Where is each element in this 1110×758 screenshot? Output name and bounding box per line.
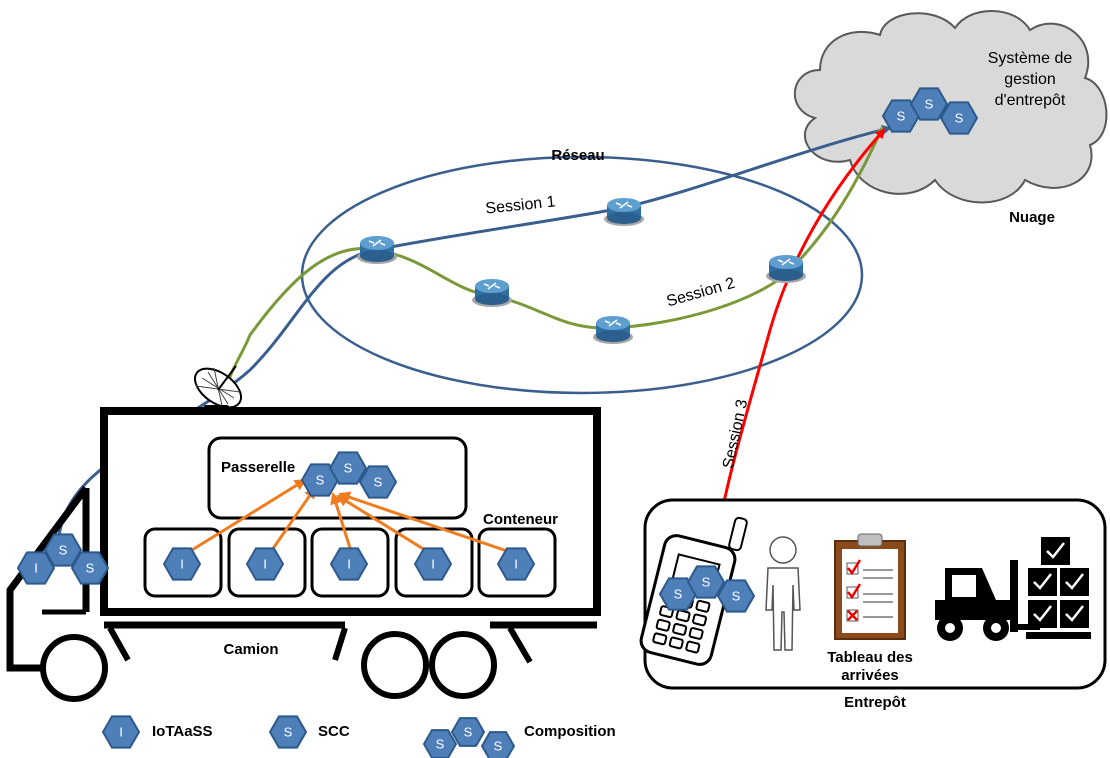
cab-iotaass-letter: I [34,561,38,576]
legend-label-scc: SCC [318,723,350,740]
gateway-composition-scc-letter: S [344,461,353,476]
truck-wheel [361,631,429,699]
pallet-boxes-icon [1026,537,1091,639]
terminal-composition-scc-letter: S [674,587,683,602]
legend-iotaass-icon-letter: I [119,725,123,740]
legend-iotaass-icon: I [101,715,141,749]
gateway-composition-scc: S [300,463,340,497]
legend-composition-icon-scc: S [422,729,458,758]
legend-composition-icon-scc-letter: S [464,725,473,740]
legend-scc-icon-letter: S [284,725,293,740]
session1-label: Session 1 [485,193,557,217]
container-iotaass: I [162,547,202,581]
cab-scc-letter: S [86,561,95,576]
cloud-composition-scc-letter: S [955,111,964,126]
container-iotaass: I [245,547,285,581]
cab-scc: S [43,533,83,567]
terminal-composition-scc: S [658,577,698,611]
person-icon [765,536,801,651]
truck-wheel [429,631,497,699]
gateway-composition-scc: S [358,465,398,499]
warehouse-label: Entrepôt [844,694,906,711]
router-icon [356,235,398,265]
router-icon [603,197,645,227]
legend-scc-icon: S [268,715,308,749]
gateway-composition-scc-letter: S [374,475,383,490]
cloud-composition-scc: S [881,99,921,133]
container-iotaass-letter: I [514,557,518,572]
terminal-composition-scc-letter: S [732,589,741,604]
container-iotaass: I [496,547,536,581]
cloud-composition-scc-letter: S [897,109,906,124]
gateway-composition-scc-letter: S [316,473,325,488]
terminal-composition-scc-letter: S [702,575,711,590]
network-label: Réseau [551,147,604,164]
router-icon [765,254,807,284]
clipboard-icon [834,533,906,640]
board-label-line1: Tableau des [827,649,913,666]
legend-label-composition: Composition [524,723,616,740]
cloud-title-line2: gestion [1004,71,1056,88]
session3-label: Session 3 [720,398,751,470]
container-iotaass: I [413,547,453,581]
hexagon-layer: S S S S S S I S S S S S I I I I I I S S S S [16,87,979,758]
orange-arrows [191,478,511,554]
warehouse: Entrepôt [639,498,1107,711]
container-iotaass-letter: I [431,557,435,572]
board-label-line2: arrivées [841,667,899,684]
cloud-composition-scc: S [939,101,979,135]
container-iotaass-letter: I [180,557,184,572]
container-iotaass-letter: I [347,557,351,572]
container-iotaass-letter: I [263,557,267,572]
gateway-label: Passerelle [221,459,295,476]
cloud-label: Nuage [1009,209,1055,226]
router-icon [592,315,634,345]
legend-label-iotaass: IoTAaSS [152,723,213,740]
gateway-composition-scc: S [328,451,368,485]
container-iotaass: I [329,547,369,581]
truck-cab [6,485,89,672]
legend: IoTAaSS SCC Composition [152,723,616,740]
cloud-composition-scc-letter: S [925,97,934,112]
cab-scc: S [70,551,110,585]
router-icon [471,278,513,308]
container-label: Conteneur [483,511,558,528]
truck-label: Camion [223,641,278,658]
cab-scc-letter: S [59,543,68,558]
truck-wheel [40,634,108,702]
cloud-title-line1: Système de [988,50,1073,67]
legend-composition-icon-scc-letter: S [494,739,503,754]
cloud-title-line3: d'entrepôt [995,92,1066,109]
cab-iotaass: I [16,551,56,585]
legend-composition-icon-scc: S [480,731,516,758]
cloud-composition-scc: S [909,87,949,121]
legend-composition-icon-scc-letter: S [436,737,445,752]
terminal-composition-scc: S [716,579,756,613]
terminal-composition-scc: S [686,565,726,599]
legend-composition-icon-scc: S [450,717,486,747]
